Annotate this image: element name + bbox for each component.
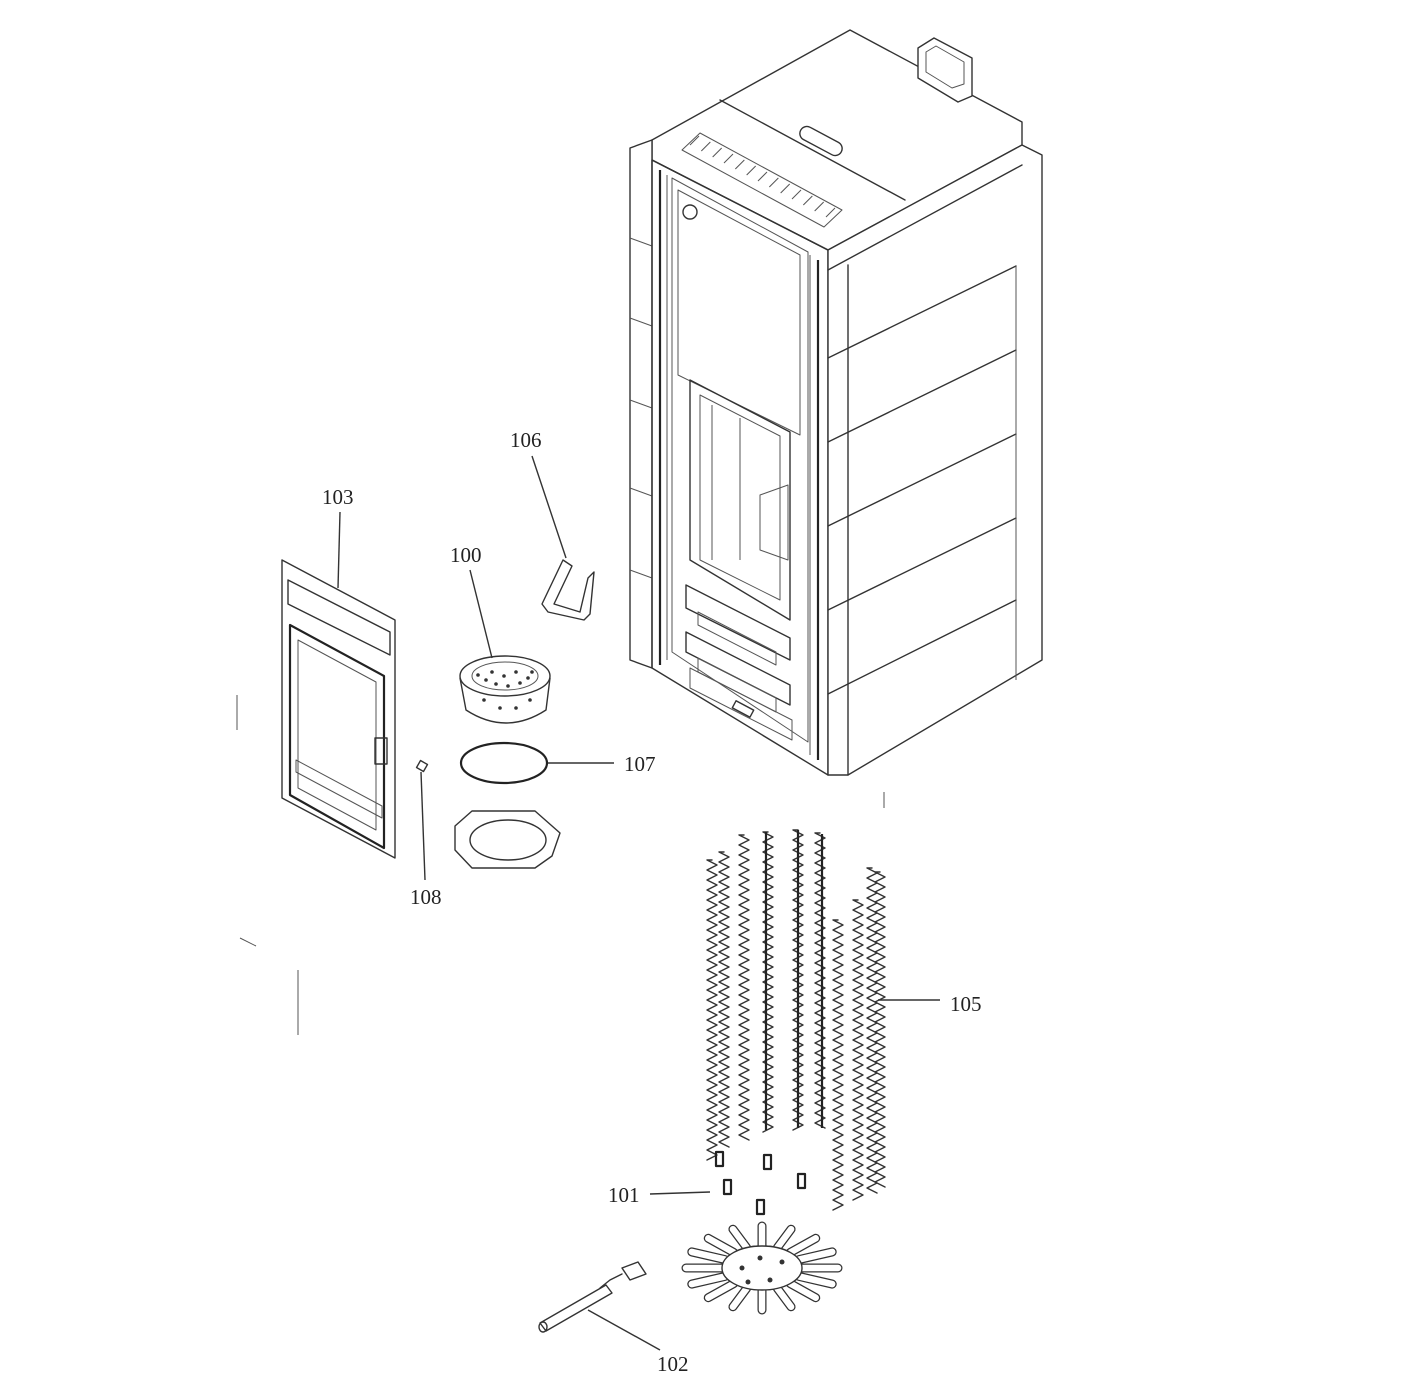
part-105-springs [706,829,886,1211]
part-102-shaft [538,1261,647,1333]
left-frame-segments [629,237,653,579]
part-100-burn-pot [459,655,551,724]
part-101-pins [714,1150,807,1216]
label-102: 102 [657,1352,689,1376]
label-105: 105 [950,992,982,1016]
part-106-bracket [541,559,595,621]
leader-lines [337,455,940,1351]
stove-body [629,29,1043,776]
bolt-icon [682,204,698,220]
label-106: 106 [510,428,542,452]
label-100: 100 [450,543,482,567]
control-panel-display [917,37,973,103]
part-107-gasket-ring [459,741,549,785]
part-108-clip [415,759,429,773]
stray-marks [236,695,885,1035]
ash-drawers [685,584,793,741]
label-103: 103 [322,485,354,509]
top-handle-icon [799,125,843,157]
ventilation-grille [681,132,843,228]
label-101: 101 [608,1183,640,1207]
octagon-plate [454,810,561,869]
label-108: 108 [410,885,442,909]
door-hinge-icon [374,737,388,765]
label-107: 107 [624,752,656,776]
agitator-wheel [681,1221,843,1315]
part-103-door [281,559,396,859]
side-panel-bands [827,164,1023,695]
